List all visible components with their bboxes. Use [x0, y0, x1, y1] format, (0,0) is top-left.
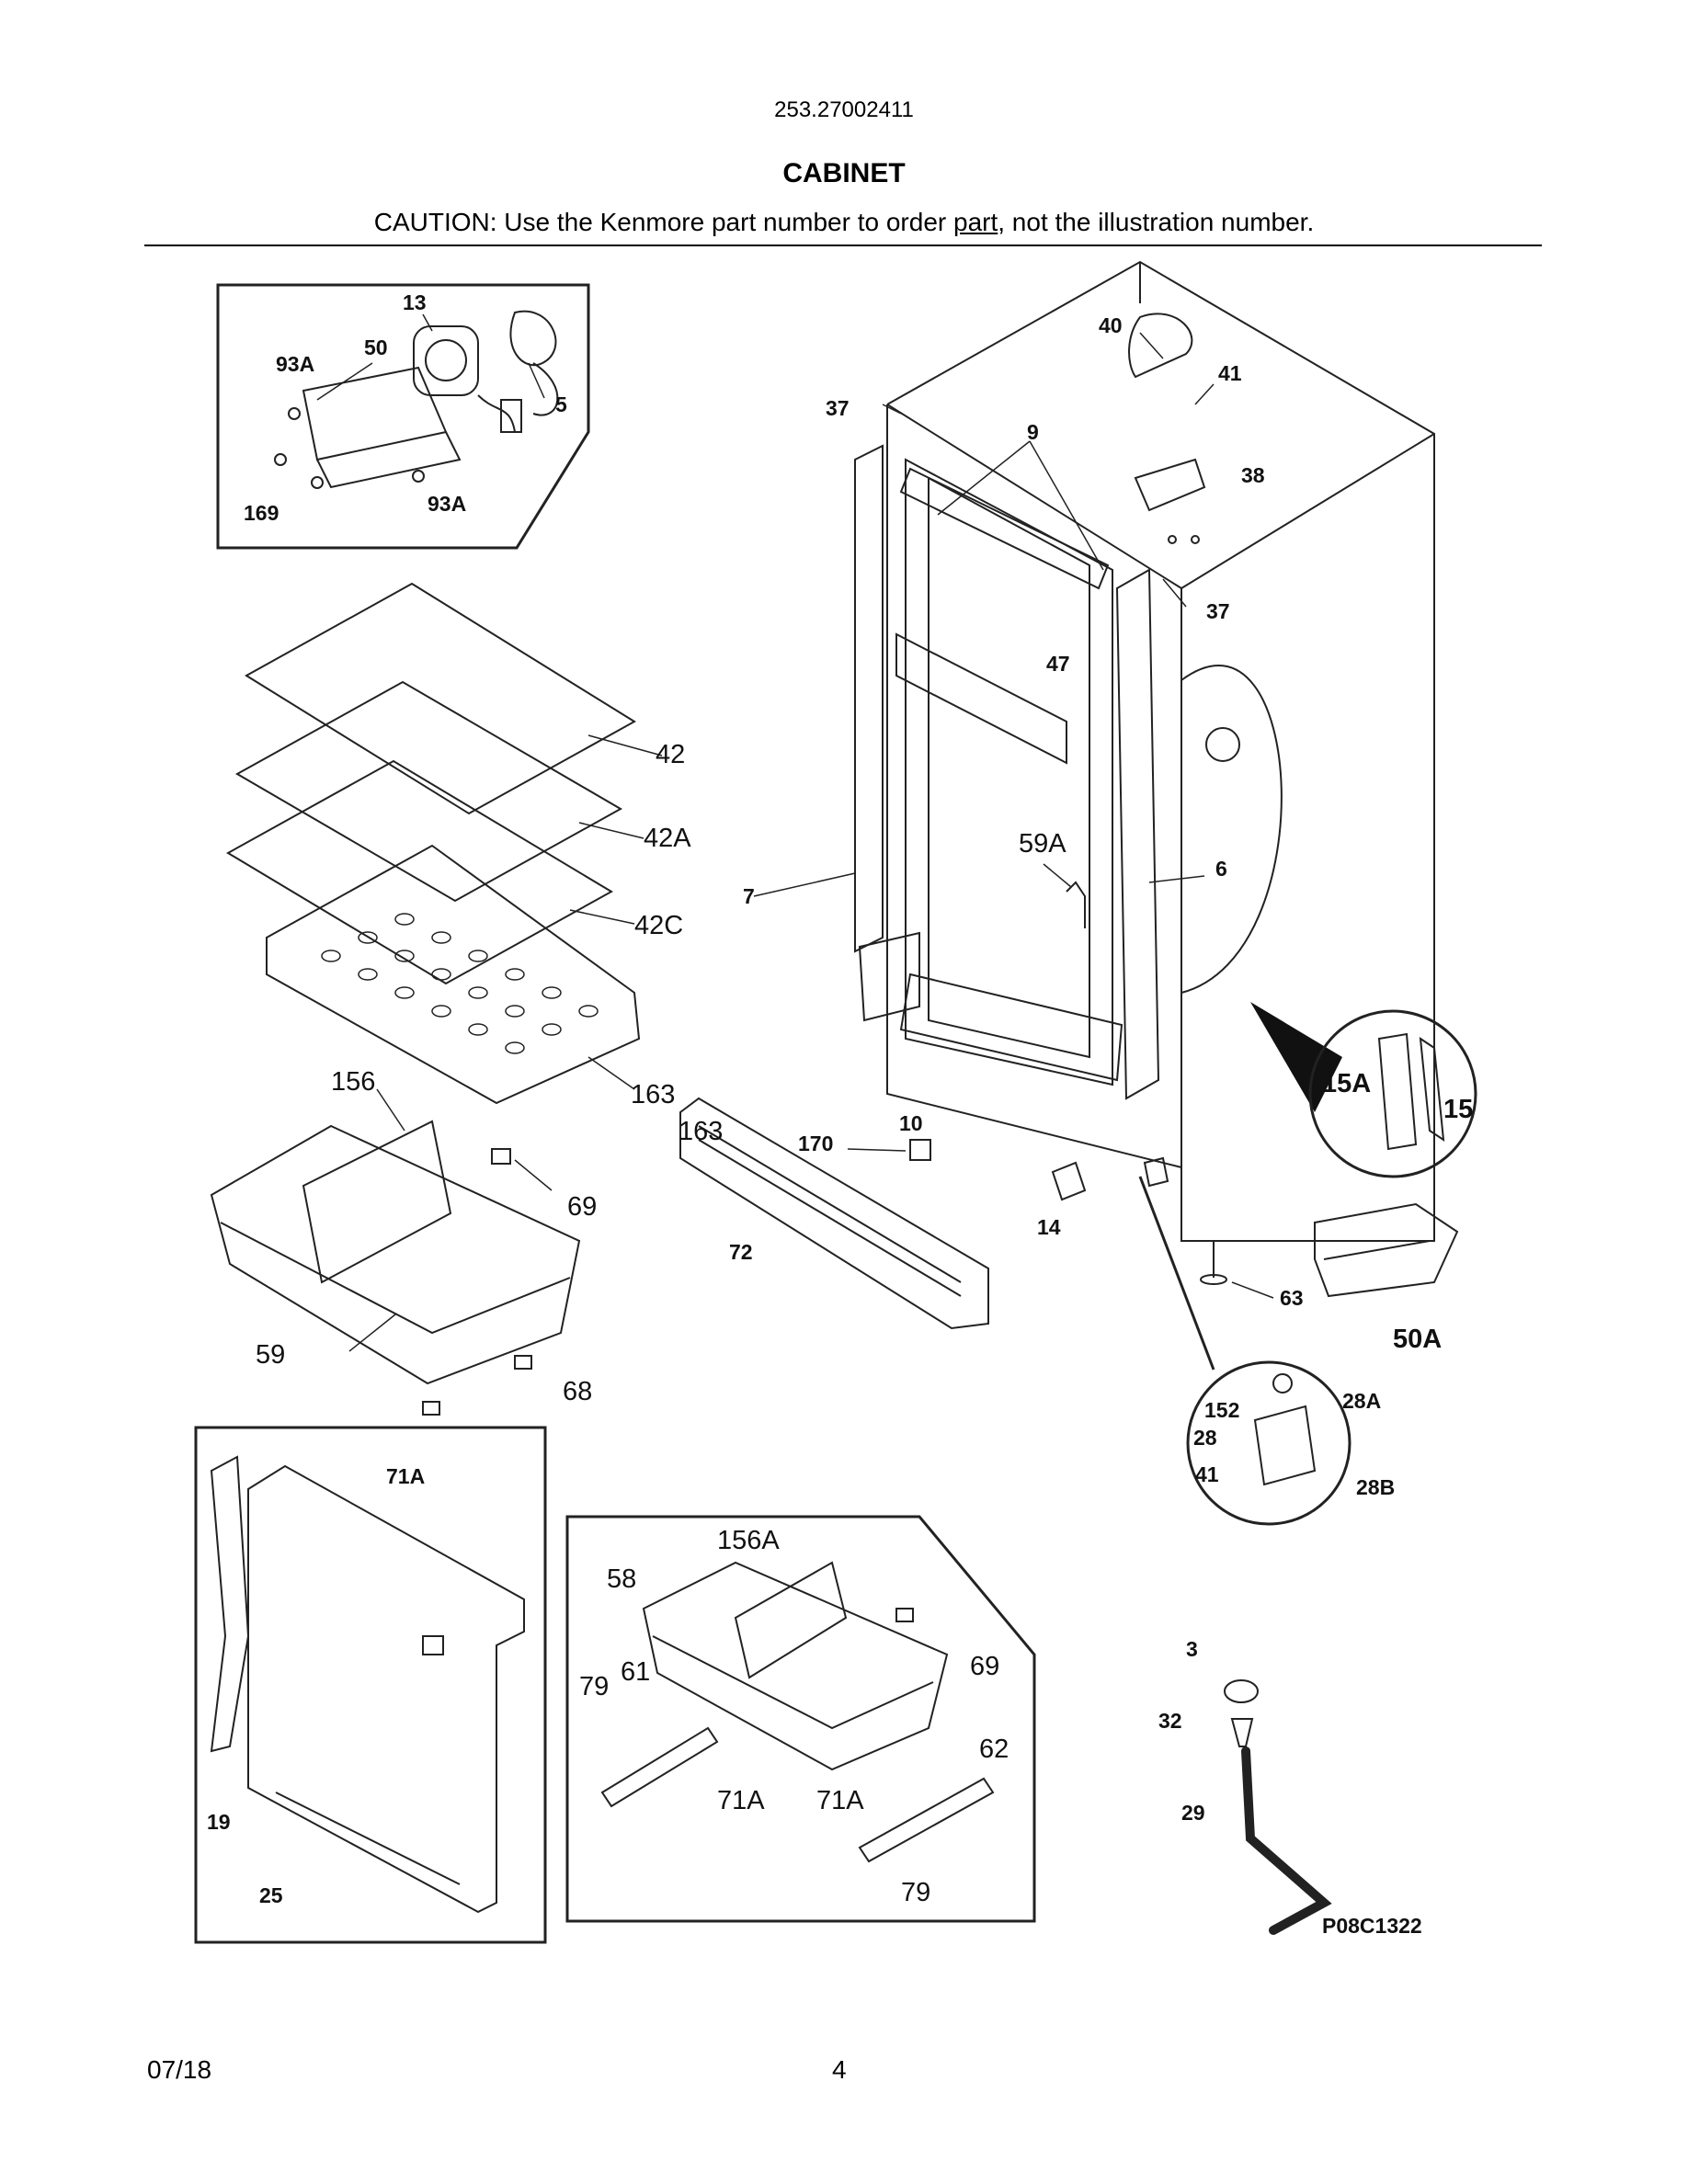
- callout-93a-bottom: 93A: [428, 492, 466, 516]
- callout-68: 68: [563, 1377, 592, 1406]
- callout-47: 47: [1046, 652, 1070, 676]
- callout-37-top: 37: [826, 396, 850, 420]
- model-number: 253.27002411: [774, 97, 914, 122]
- basket-inset-frame: [565, 1515, 1036, 1923]
- cabinet-body-art: [854, 260, 1459, 1298]
- callout-5: 5: [555, 392, 567, 416]
- callout-32: 32: [1158, 1709, 1182, 1733]
- page-number: 4: [832, 2055, 847, 2084]
- callout-69: 69: [567, 1192, 597, 1222]
- callout-63: 63: [1280, 1286, 1304, 1310]
- filter-inset-frame: [1308, 1009, 1477, 1178]
- callout-42a: 42A: [644, 824, 691, 853]
- hinge-inset-frame: [1186, 1360, 1352, 1526]
- callout-42c: 42C: [634, 911, 683, 940]
- callout-28a: 28A: [1342, 1389, 1381, 1413]
- callout-156: 156: [331, 1067, 375, 1097]
- callout-41-hinge: 41: [1195, 1462, 1219, 1486]
- back-panel-art: [210, 1455, 525, 1914]
- callout-163-crisper: 163: [631, 1080, 675, 1109]
- callout-59a: 59A: [1019, 829, 1066, 859]
- callout-169: 169: [244, 501, 279, 525]
- callout-50a: 50A: [1393, 1325, 1442, 1354]
- callout-19: 19: [207, 1810, 231, 1834]
- filter-inset-pointer: [1250, 1002, 1342, 1112]
- callout-58: 58: [607, 1564, 636, 1594]
- leader-lines: [316, 313, 1274, 1352]
- callout-163-grille: 163: [679, 1117, 723, 1146]
- callout-71a-panel: 71A: [386, 1464, 425, 1488]
- shelves-art: [210, 582, 989, 1416]
- fan-inset-frame: [216, 283, 590, 550]
- footer-date: 07/18: [147, 2055, 212, 2084]
- callout-69-basket: 69: [970, 1652, 999, 1681]
- callout-29: 29: [1181, 1801, 1205, 1825]
- callout-152: 152: [1204, 1398, 1239, 1422]
- drawing-number: P08C1322: [1322, 1914, 1422, 1938]
- callout-71a-left: 71A: [717, 1786, 765, 1815]
- caution-note: CAUTION: Use the Kenmore part number to …: [0, 208, 1688, 237]
- callout-9: 9: [1027, 420, 1039, 444]
- callout-50: 50: [364, 336, 388, 359]
- caution-underlined: part: [953, 208, 998, 236]
- callout-61: 61: [621, 1657, 650, 1687]
- callout-41-top: 41: [1218, 361, 1242, 385]
- callout-10: 10: [899, 1111, 923, 1135]
- callout-15: 15: [1443, 1095, 1473, 1124]
- callout-156a: 156A: [717, 1526, 780, 1555]
- callout-79-left: 79: [579, 1672, 609, 1701]
- callout-79-right: 79: [901, 1878, 930, 1907]
- callout-14: 14: [1037, 1215, 1061, 1239]
- callout-3: 3: [1186, 1637, 1198, 1661]
- callout-15a: 15A: [1322, 1069, 1371, 1098]
- callout-42: 42: [656, 740, 685, 769]
- section-title: CABINET: [782, 158, 906, 188]
- callout-59: 59: [256, 1340, 285, 1370]
- callout-25: 25: [259, 1883, 283, 1907]
- leveling-leg-art: [1224, 1679, 1332, 1935]
- caution-suffix: , not the illustration number.: [998, 208, 1315, 236]
- callout-7: 7: [743, 884, 755, 908]
- callout-40: 40: [1099, 313, 1123, 337]
- callout-6: 6: [1215, 857, 1227, 881]
- callout-62: 62: [979, 1735, 1009, 1764]
- caution-prefix: CAUTION: Use the Kenmore part number to …: [373, 208, 953, 236]
- callout-37-right: 37: [1206, 599, 1230, 623]
- callout-38: 38: [1241, 463, 1265, 487]
- callout-93a-top: 93A: [276, 352, 314, 376]
- evaporator-fan-motor-art: [302, 310, 559, 489]
- basket-art: [600, 1561, 995, 1863]
- callout-28: 28: [1193, 1426, 1217, 1450]
- callout-13: 13: [403, 290, 427, 314]
- callout-170: 170: [798, 1132, 833, 1155]
- callout-72: 72: [729, 1240, 753, 1264]
- callout-71a-right: 71A: [816, 1786, 864, 1815]
- callout-28b: 28B: [1356, 1475, 1395, 1499]
- header-rule: [144, 245, 1542, 246]
- back-panel-inset-frame: [194, 1426, 547, 1944]
